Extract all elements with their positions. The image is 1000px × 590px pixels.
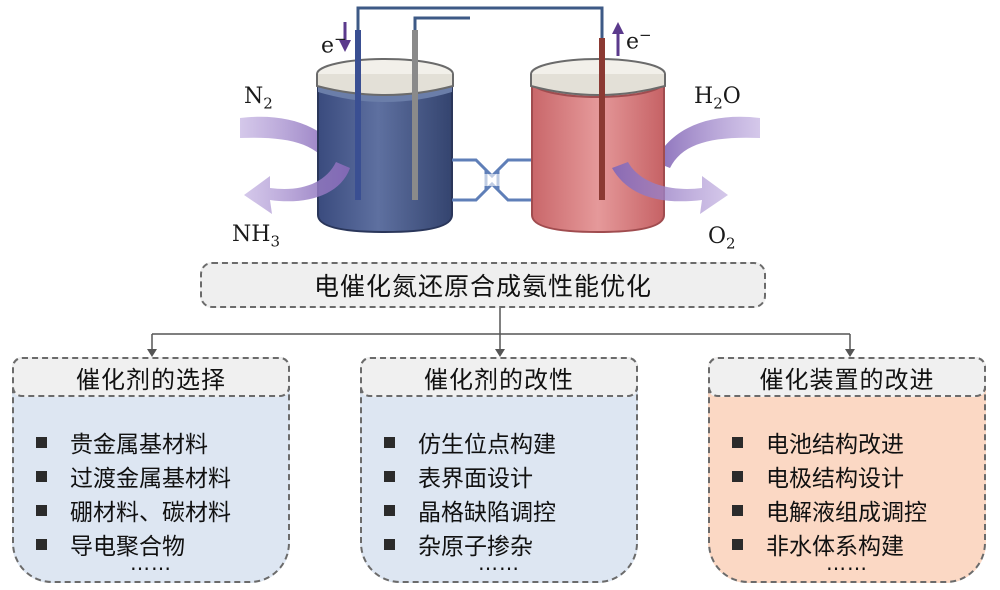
n2-inflow-arrow xyxy=(240,116,345,168)
reference-electrode xyxy=(412,30,418,200)
square-bullet-icon xyxy=(36,470,47,482)
panel-catalyst-selection: 催化剂的选择 贵金属基材料 过渡金属基材料 硼材料、碳材料 导电聚合物 …… xyxy=(12,357,290,583)
square-bullet-icon xyxy=(384,504,395,516)
list-item: 贵金属基材料 xyxy=(36,425,231,459)
list-item: 过渡金属基材料 xyxy=(36,459,231,493)
electron-label-right: e− xyxy=(626,26,652,55)
main-topic-box: 电催化氮还原合成氨性能优化 xyxy=(200,262,766,308)
panel-title: 催化剂的选择 xyxy=(12,357,290,397)
o2-label: O2 xyxy=(708,224,736,253)
panel-catalyst-modification: 催化剂的改性 仿生位点构建 表界面设计 晶格缺陷调控 杂原子掺杂 …… xyxy=(360,357,638,583)
reference-wire xyxy=(413,16,470,62)
list-item: 杂原子掺杂 xyxy=(384,527,556,561)
counter-electrode xyxy=(599,38,605,200)
nh3-outflow-arrow xyxy=(244,162,350,214)
h2o-label: H2O xyxy=(694,84,741,113)
square-bullet-icon xyxy=(384,470,395,482)
electron-label-left: e− xyxy=(321,30,347,59)
list-item: 电池结构改进 xyxy=(732,425,927,459)
list-item: 晶格缺陷调控 xyxy=(384,493,556,527)
item-list: 贵金属基材料 过渡金属基材料 硼材料、碳材料 导电聚合物 xyxy=(36,425,231,561)
tree-connectors xyxy=(151,308,851,352)
square-bullet-icon xyxy=(384,436,395,448)
ellipsis: …… xyxy=(478,551,520,575)
electron-in-arrowhead xyxy=(339,40,351,52)
ellipsis: …… xyxy=(130,551,172,575)
square-bullet-icon xyxy=(732,538,743,550)
square-bullet-icon xyxy=(732,504,743,516)
o2-outflow-arrow xyxy=(612,162,728,214)
square-bullet-icon xyxy=(732,470,743,482)
electron-out-arrowhead xyxy=(612,22,624,34)
list-item: 硼材料、碳材料 xyxy=(36,493,231,527)
list-item: 仿生位点构建 xyxy=(384,425,556,459)
main-topic-title: 电催化氮还原合成氨性能优化 xyxy=(313,272,652,301)
item-list: 电池结构改进 电极结构设计 电解液组成调控 非水体系构建 xyxy=(732,425,927,561)
square-bullet-icon xyxy=(384,538,395,550)
panel-title: 催化装置的改进 xyxy=(708,357,986,397)
ellipsis: …… xyxy=(826,551,868,575)
panel-title: 催化剂的改性 xyxy=(360,357,638,397)
external-wire xyxy=(356,6,604,62)
list-item: 导电聚合物 xyxy=(36,527,231,561)
working-electrode xyxy=(355,30,361,200)
n2-label: N2 xyxy=(244,84,273,113)
h2o-inflow-arrow xyxy=(655,116,760,168)
square-bullet-icon xyxy=(36,436,47,448)
cathode-cell xyxy=(316,58,454,234)
nh3-label: NH3 xyxy=(232,222,280,251)
square-bullet-icon xyxy=(36,504,47,516)
list-item: 表界面设计 xyxy=(384,459,556,493)
list-item: 电极结构设计 xyxy=(732,459,927,493)
square-bullet-icon xyxy=(732,436,743,448)
anode-cell xyxy=(530,58,666,234)
panel-device-improvement: 催化装置的改进 电池结构改进 电极结构设计 电解液组成调控 非水体系构建 …… xyxy=(708,357,986,583)
square-bullet-icon xyxy=(36,538,47,550)
list-item: 非水体系构建 xyxy=(732,527,927,561)
item-list: 仿生位点构建 表界面设计 晶格缺陷调控 杂原子掺杂 xyxy=(384,425,556,561)
list-item: 电解液组成调控 xyxy=(732,493,927,527)
